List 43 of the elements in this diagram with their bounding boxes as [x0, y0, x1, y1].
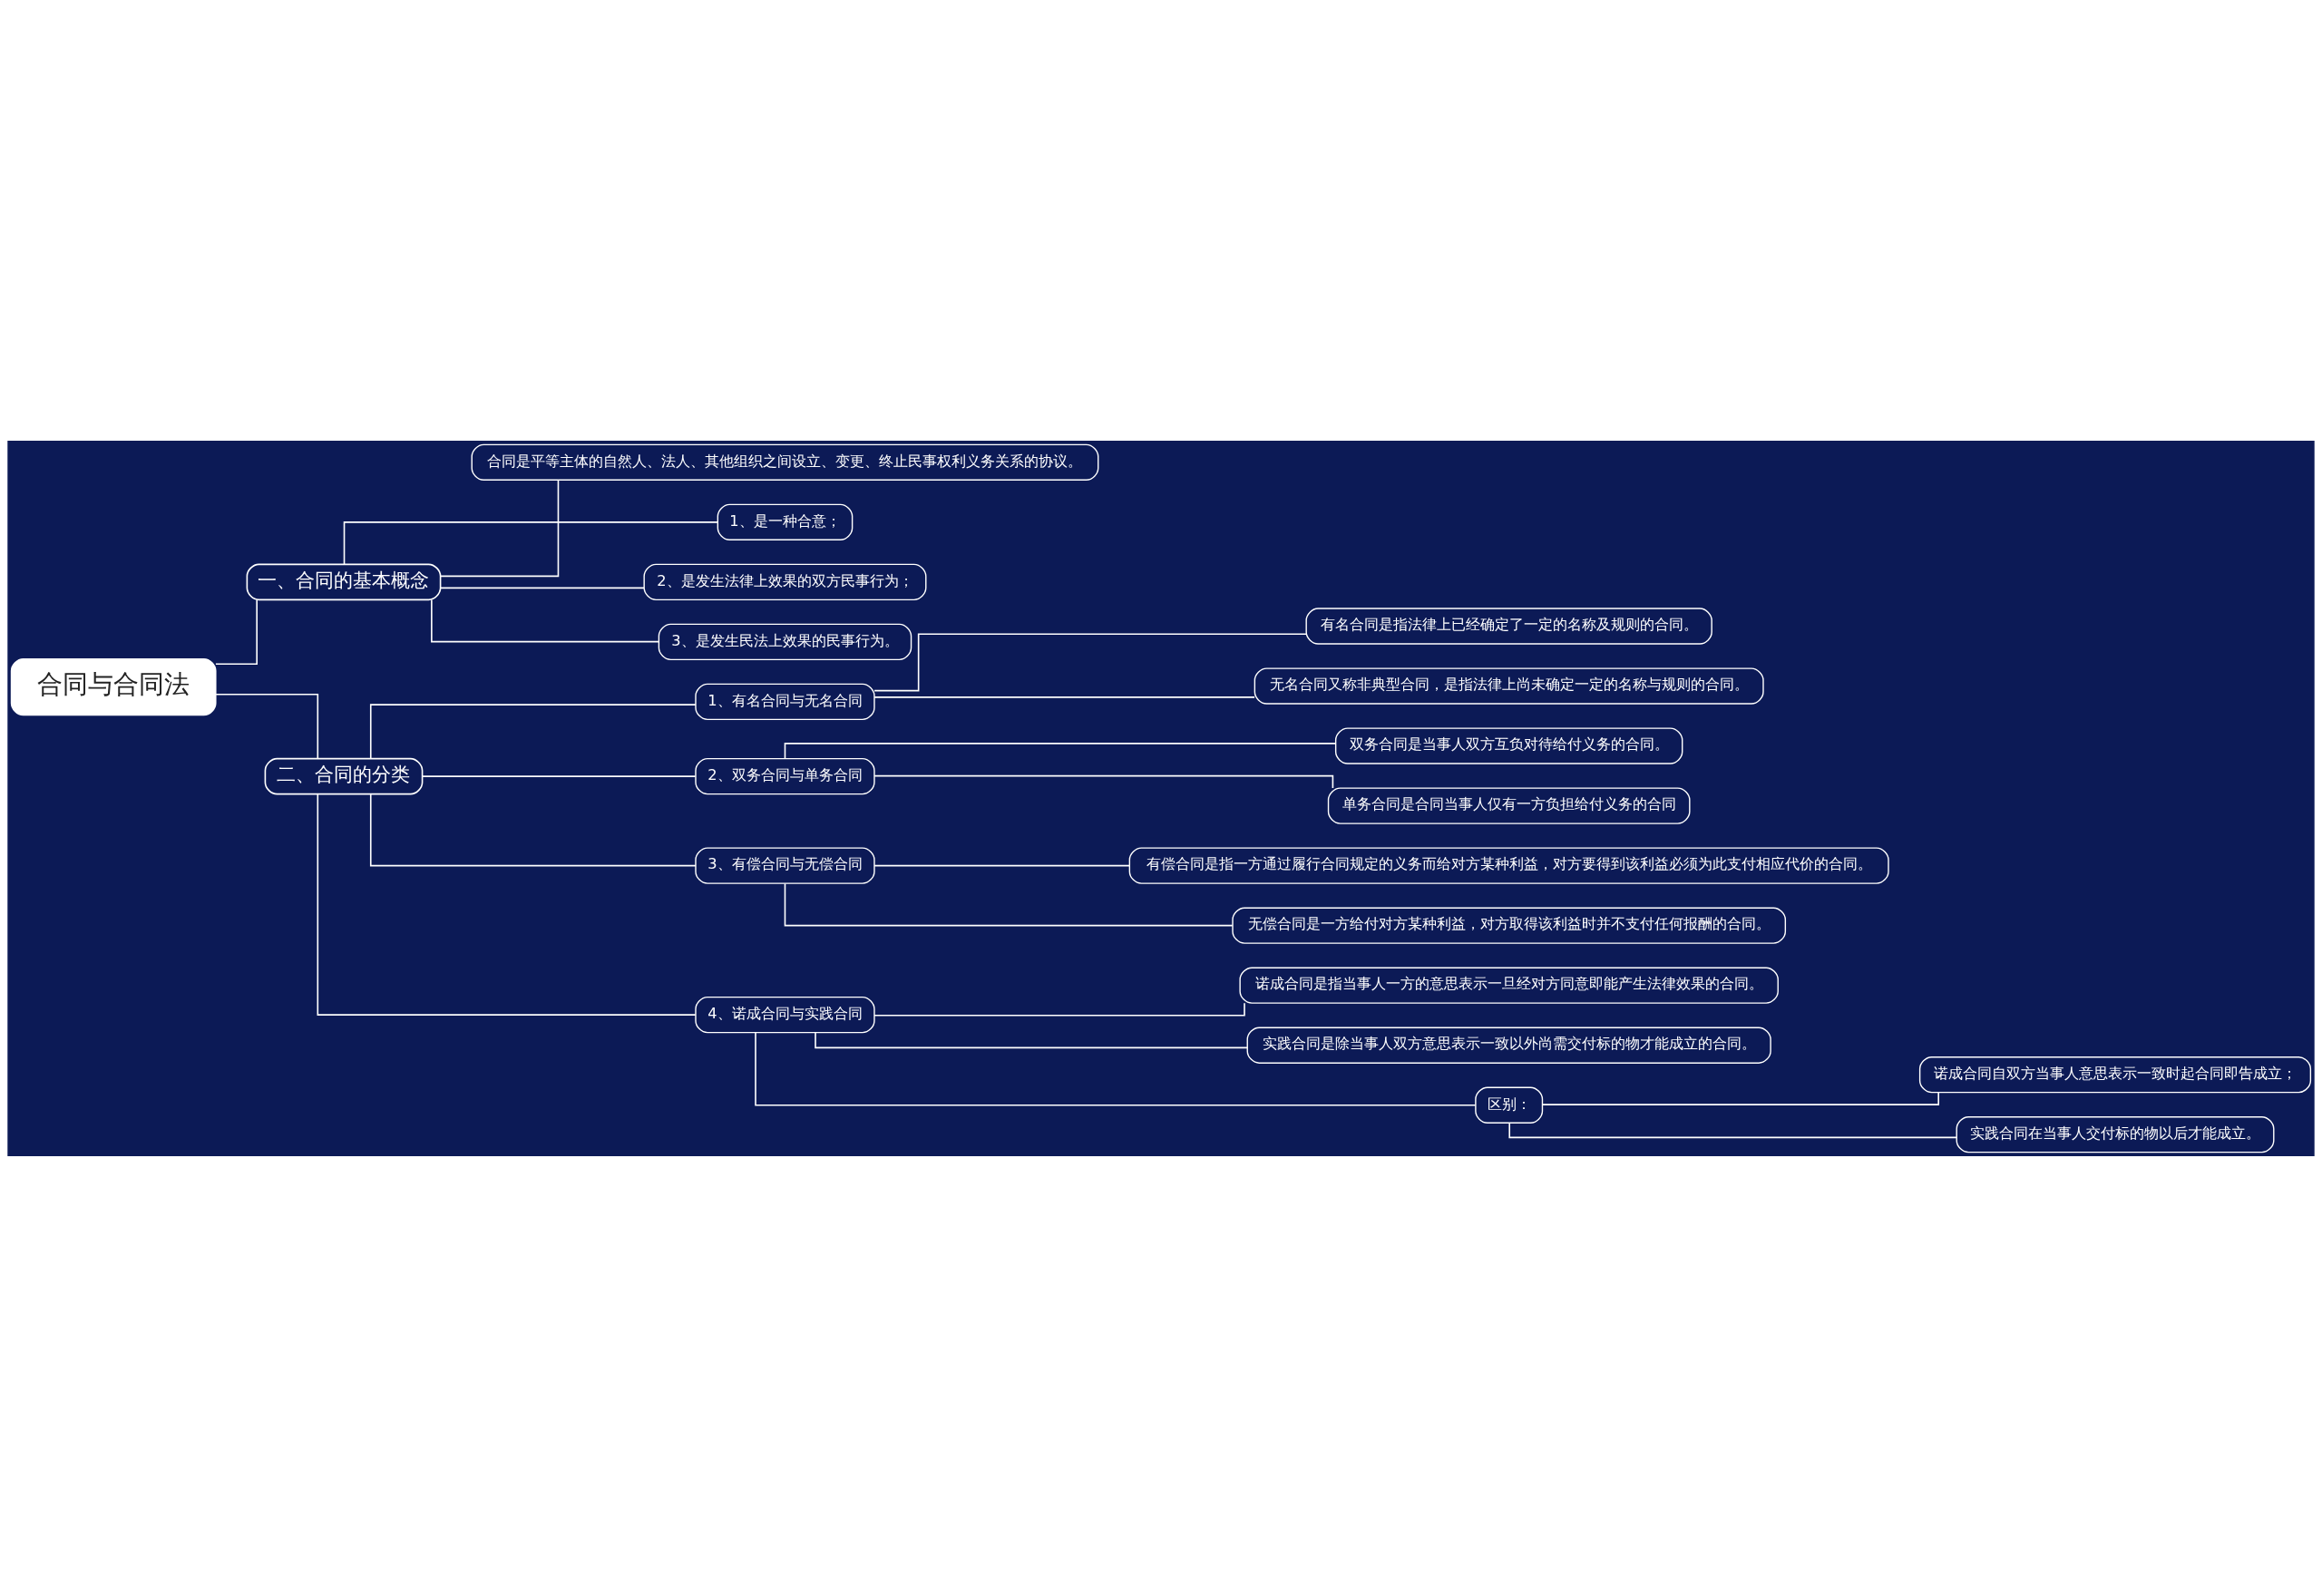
connector [1542, 1091, 1939, 1105]
node-box: 实践合同是除当事人双方意思表示一致以外尚需交付标的物才能成立的合同。 [1246, 1027, 1771, 1064]
connector [873, 1001, 1245, 1016]
connector [431, 598, 659, 642]
node-box: 双务合同是当事人双方互负对待给付义务的合同。 [1334, 726, 1683, 764]
node-box: 2、双务合同与单务合同 [695, 757, 875, 794]
connector [1508, 1121, 1957, 1138]
connector [873, 632, 1307, 691]
node-box: 无偿合同是一方给付对方某种利益，对方取得该利益时并不支付任何报酬的合同。 [1232, 906, 1787, 944]
node-box: 2、是发生法律上效果的双方民事行为； [643, 563, 927, 600]
node-box: 合同是平等主体的自然人、法人、其他组织之间设立、变更、终止民事权利义务关系的协议。 [471, 443, 1099, 481]
node-box: 诺成合同是指当事人一方的意思表示一旦经对方同意即能产生法律效果的合同。 [1239, 967, 1779, 1004]
node-box: 3、是发生民法上效果的民事行为。 [658, 623, 912, 660]
connector [369, 703, 697, 759]
node-box: 无名合同又称非典型合同，是指法律上尚未确定一定的名称与规则的合同。 [1254, 667, 1764, 705]
node-box: 4、诺成合同与实践合同 [695, 996, 875, 1033]
node-box: 二、合同的分类 [264, 757, 424, 794]
node-box: 区别： [1475, 1086, 1544, 1124]
connector [421, 774, 697, 777]
node-box: 有名合同是指法律上已经确定了一定的名称及规则的合同。 [1305, 607, 1712, 645]
node-box: 一、合同的基本概念 [246, 563, 442, 600]
connector [873, 864, 1130, 866]
node-box: 1、有名合同与无名合同 [695, 683, 875, 720]
connector [873, 774, 1334, 789]
connector [215, 693, 319, 759]
node-box: 实践合同在当事人交付标的物以后才能成立。 [1956, 1115, 2275, 1153]
connector [440, 479, 560, 577]
connector [784, 742, 1337, 759]
node-box: 1、是一种合意； [717, 503, 854, 540]
node-box: 单务合同是合同当事人仅有一方负担给付义务的合同 [1327, 786, 1691, 824]
connector [815, 1031, 1248, 1048]
connector [873, 696, 1255, 698]
connector [784, 882, 1234, 926]
connector [343, 521, 718, 565]
connector [755, 1031, 1477, 1106]
connector [215, 598, 258, 665]
connector [369, 793, 697, 866]
connector [317, 793, 697, 1016]
node-box: 3、有偿合同与无偿合同 [695, 846, 875, 884]
connector [439, 587, 645, 589]
node-box: 有偿合同是指一方通过履行合同规定的义务而给对方某种利益，对方要得到该利益必须为此支付相应代价的合同。 [1128, 846, 1889, 884]
node-box: 诺成合同自双方当事人意思表示一致时起合同即告成立； [1918, 1056, 2312, 1093]
node-box: 合同与合同法 [10, 657, 217, 715]
